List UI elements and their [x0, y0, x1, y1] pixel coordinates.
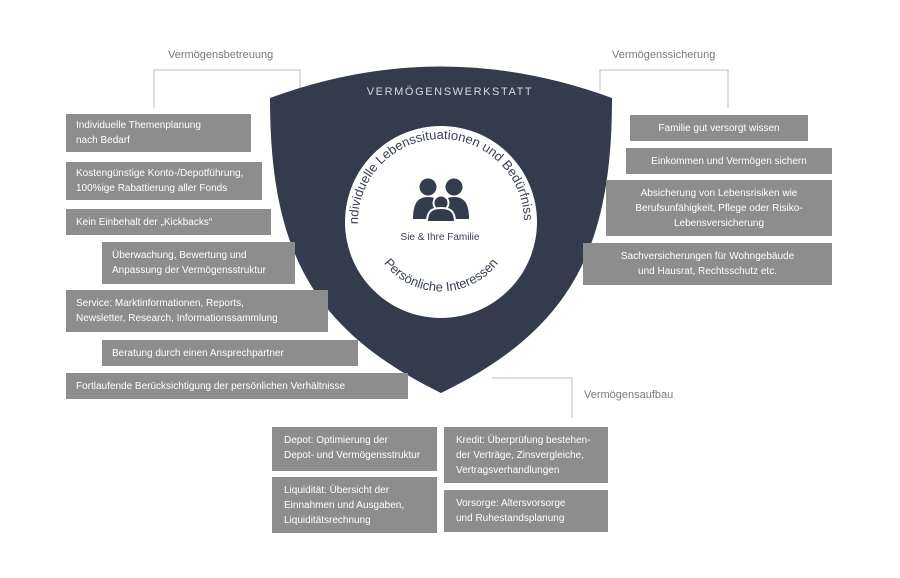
betreuung-item-text: Service: Marktinformationen, Reports, Ne… — [76, 298, 278, 324]
aufbau-item-text: Liquidität: Übersicht der Einnahmen und … — [284, 485, 405, 526]
sicherung-item-text: Absicherung von Lebensrisiken wie Berufs… — [635, 187, 803, 229]
center-label: Sie & Ihre Familie — [400, 232, 480, 243]
betreuung-item-text: Überwachung, Bewertung und Anpassung der… — [112, 250, 266, 276]
sicherung-item: Familie gut versorgt wissen — [630, 115, 808, 141]
betreuung-item-text: Kostengünstige Konto-/Depotführung, 100%… — [76, 168, 244, 194]
sicherung-item: Sachversicherungen für Wohngebäude und H… — [583, 243, 832, 285]
section-label-aufbau: Vermögensaufbau — [584, 389, 674, 401]
betreuung-item: Kein Einbehalt der „Kickbacks“ — [66, 209, 271, 235]
sicherung-item: Absicherung von Lebensrisiken wie Berufs… — [606, 180, 832, 236]
betreuung-item-text: Individuelle Themenplanung nach Bedarf — [76, 120, 201, 146]
betreuung-item: Fortlaufende Berücksichtigung der persön… — [66, 373, 408, 399]
aufbau-item: Depot: Optimierung der Depot- und Vermög… — [272, 427, 437, 471]
aufbau-item-text: Depot: Optimierung der Depot- und Vermög… — [284, 435, 421, 461]
aufbau-item-text: Kredit: Überprüfung bestehen- der Verträ… — [456, 435, 591, 476]
connector-betreuung — [153, 69, 301, 108]
betreuung-item: Beratung durch einen Ansprechpartner — [102, 340, 358, 366]
family-icon — [413, 178, 469, 223]
betreuung-item-text: Beratung durch einen Ansprechpartner — [112, 347, 284, 359]
betreuung-item: Individuelle Themenplanung nach Bedarf — [66, 114, 251, 152]
betreuung-item: Service: Marktinformationen, Reports, Ne… — [66, 290, 328, 332]
connector-aufbau — [492, 377, 573, 418]
betreuung-item-text: Kein Einbehalt der „Kickbacks“ — [76, 216, 213, 228]
betreuung-item-text: Fortlaufende Berücksichtigung der persön… — [76, 380, 346, 392]
aufbau-item: Liquidität: Übersicht der Einnahmen und … — [272, 477, 437, 533]
sicherung-item: Einkommen und Vermögen sichern — [626, 148, 832, 174]
betreuung-item: Kostengünstige Konto-/Depotführung, 100%… — [66, 162, 262, 200]
shield-title: VERMÖGENSWERKSTATT — [366, 86, 534, 98]
aufbau-item-text: Vorsorge: Altersvorsorge und Ruhestandsp… — [456, 498, 566, 524]
sicherung-item-text: Einkommen und Vermögen sichern — [651, 155, 807, 167]
sicherung-item-text: Familie gut versorgt wissen — [658, 122, 780, 134]
connector-sicherung — [599, 69, 729, 108]
aufbau-item: Vorsorge: Altersvorsorge und Ruhestandsp… — [444, 490, 608, 532]
aufbau-item: Kredit: Überprüfung bestehen- der Verträ… — [444, 427, 608, 483]
betreuung-item: Überwachung, Bewertung und Anpassung der… — [102, 242, 295, 284]
section-label-sicherung: Vermögenssicherung — [612, 49, 716, 61]
section-label-betreuung: Vermögensbetreuung — [168, 49, 274, 61]
sicherung-item-text: Sachversicherungen für Wohngebäude und H… — [620, 251, 795, 277]
